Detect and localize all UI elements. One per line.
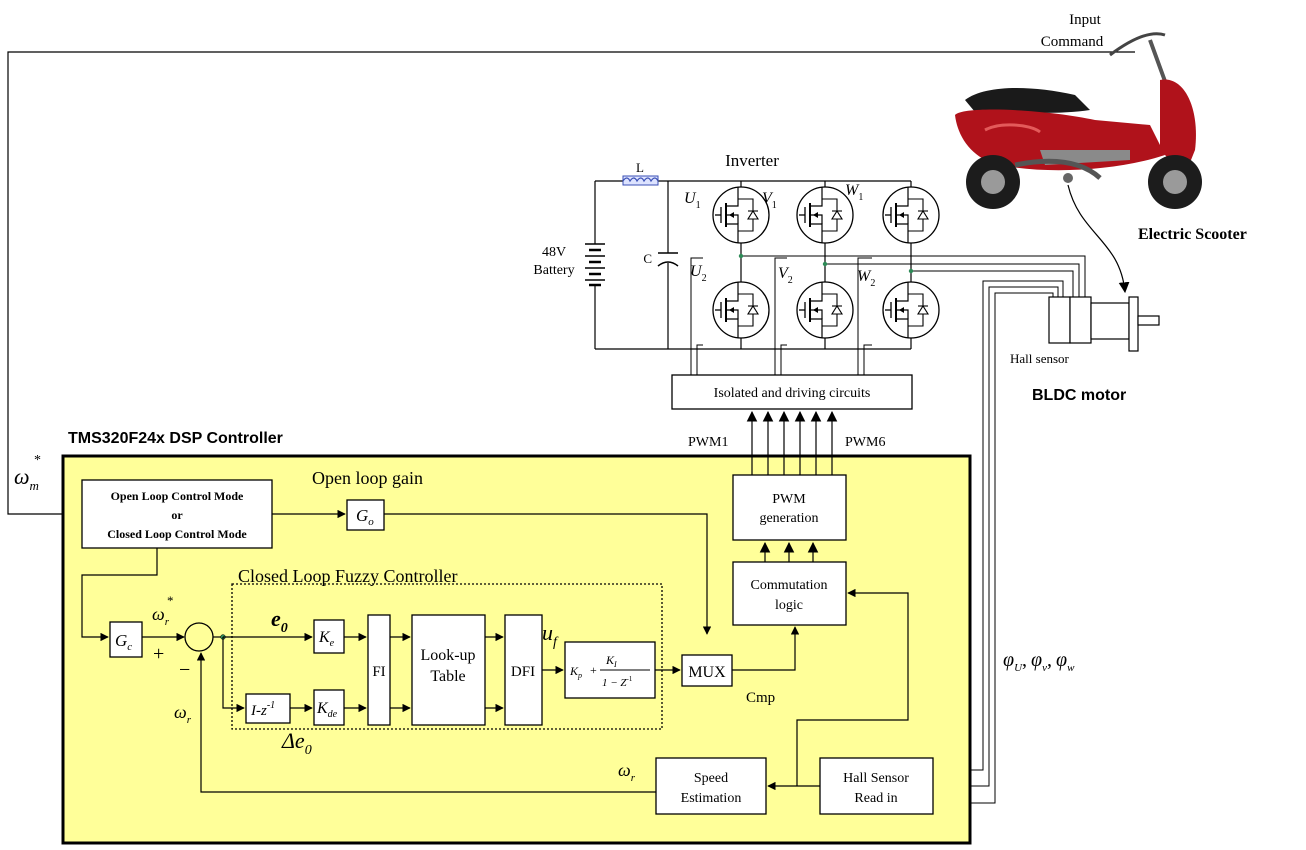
omega-m-star-label: ωm — [14, 464, 39, 493]
pwm6-label: PWM6 — [845, 435, 885, 450]
control-mode-label-3: Closed Loop Control Mode — [107, 527, 247, 541]
input-command-label-2: Command — [1041, 34, 1104, 50]
capacitor-label: C — [643, 251, 652, 266]
electric-scooter-label: Electric Scooter — [1138, 226, 1247, 243]
hall-sensor-read-label-2: Read in — [854, 791, 897, 806]
speed-estimation-label-1: Speed — [694, 771, 728, 786]
switch-v2-icon — [797, 282, 853, 338]
isolated-driving-label: Isolated and driving circuits — [714, 386, 871, 401]
omega-r-star-superscript: * — [167, 593, 174, 608]
svg-text:+: + — [590, 663, 597, 677]
scooter-to-motor-arrow — [1068, 185, 1125, 292]
lookup-table-label-1: Look-up — [420, 647, 475, 664]
label-u2: U2 — [690, 263, 707, 284]
defuzzification-label: DFI — [511, 664, 535, 680]
controller-title: TMS320F24x DSP Controller — [68, 430, 283, 447]
cmp-label: Cmp — [746, 690, 775, 706]
omega-m-star-superscript: * — [34, 453, 41, 468]
inductor-icon — [623, 176, 658, 185]
pwm1-label: PWM1 — [688, 435, 728, 450]
label-v2: V2 — [778, 265, 793, 286]
switch-labels: U1 V1 W1 U2 V2 W2 — [684, 182, 875, 289]
control-mode-label-1: Open Loop Control Mode — [111, 489, 244, 503]
switch-w2-icon — [883, 282, 939, 338]
electric-scooter-image — [955, 34, 1202, 209]
bldc-motor-label: BLDC motor — [1032, 387, 1126, 404]
sum-plus-sign: + — [153, 643, 164, 665]
open-loop-gain-label: Open loop gain — [312, 468, 423, 488]
speed-estimation-label-2: Estimation — [681, 791, 742, 806]
switch-w1-icon — [883, 187, 939, 243]
input-command-label-1: Input — [1069, 12, 1101, 28]
pwm-generation-label-2: generation — [759, 511, 818, 526]
pwm-generation-label-1: PWM — [772, 492, 806, 507]
sum-minus-sign: − — [179, 659, 190, 681]
hall-sensor-label: Hall sensor — [1010, 351, 1070, 366]
battery-icon — [585, 244, 605, 285]
commutation-label-1: Commutation — [751, 578, 828, 593]
battery-label-1: 48V — [542, 245, 566, 260]
bldc-motor-icon — [1049, 297, 1159, 351]
inverter-label: Inverter — [725, 151, 779, 170]
switch-u1-icon — [713, 187, 769, 243]
hall-phase-signals-label: φU,φv,φw — [1003, 649, 1075, 674]
commutation-logic-block — [733, 562, 846, 625]
switch-u2-icon — [713, 282, 769, 338]
pwm-generation-block — [733, 475, 846, 540]
label-u1: U1 — [684, 190, 701, 211]
control-mode-label-2: or — [171, 508, 183, 522]
battery-label-2: Battery — [533, 263, 574, 278]
inductor-label: L — [636, 160, 644, 175]
fuzzy-controller-label: Closed Loop Fuzzy Controller — [238, 566, 457, 586]
fuzzification-label: FI — [372, 664, 385, 680]
hall-sensor-read-label-1: Hall Sensor — [843, 771, 909, 786]
lookup-table-label-2: Table — [430, 668, 465, 685]
label-w2: W2 — [857, 268, 875, 289]
mux-label: MUX — [688, 664, 726, 681]
commutation-label-2: logic — [775, 598, 803, 613]
